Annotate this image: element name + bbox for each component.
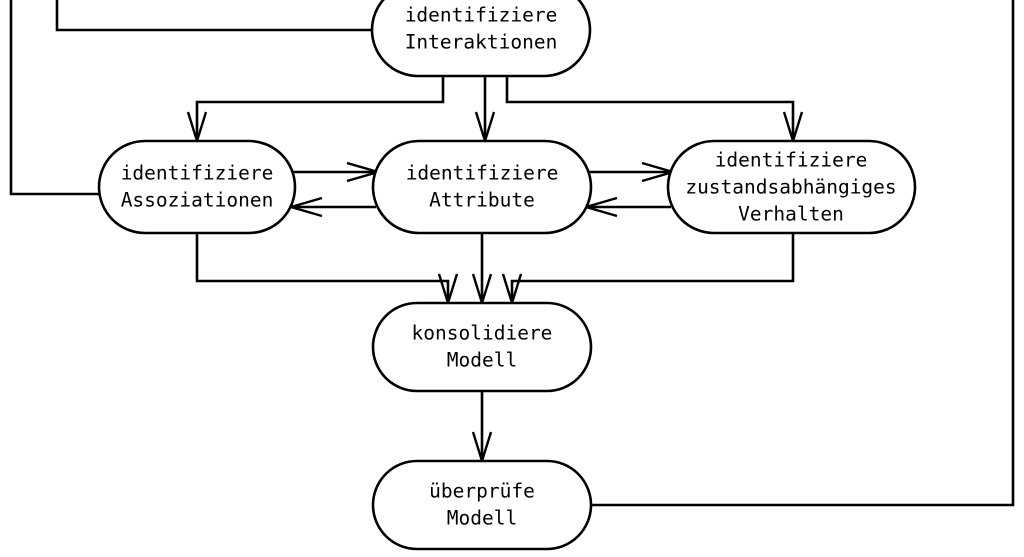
node-label-attribute-line2: Attribute — [429, 189, 535, 212]
node-layer: identifiziere Interaktionen identifizier… — [97, 0, 917, 551]
node-label-verhalten-line1: identifiziere — [715, 149, 868, 172]
node-konsolidiere-modell[interactable]: konsolidiere Modell — [371, 301, 593, 393]
edge-ueberpruefe-feedback-right — [591, 0, 1015, 507]
node-identifiziere-attribute[interactable]: identifiziere Attribute — [371, 139, 593, 235]
node-label-ueberpruefe-line2: Modell — [447, 507, 517, 530]
node-label-interaktionen-line2: Interaktionen — [405, 31, 558, 54]
node-shape-ueberpruefe — [371, 459, 593, 551]
node-label-ueberpruefe-line1: überprüfe — [429, 480, 535, 503]
node-shape-verhalten — [666, 139, 917, 235]
node-ueberpruefe-modell[interactable]: überprüfe Modell — [371, 459, 593, 551]
node-shape-interaktionen — [370, 0, 592, 78]
node-label-konsolidiere-line1: konsolidiere — [412, 322, 553, 345]
node-identifiziere-assoziationen[interactable]: identifiziere Assoziationen — [97, 139, 297, 235]
node-label-verhalten-line2: zustandsabhängiges — [685, 176, 896, 199]
node-label-konsolidiere-line2: Modell — [447, 349, 517, 372]
node-shape-konsolidiere — [371, 301, 593, 393]
edge-interaktionen-to-verhalten — [505, 76, 795, 139]
node-label-assoziationen-line1: identifiziere — [121, 162, 274, 185]
node-identifiziere-zustandsabhaengiges-verhalten[interactable]: identifiziere zustandsabhängiges Verhalt… — [666, 139, 917, 235]
node-shape-assoziationen — [97, 139, 297, 235]
edge-verhalten-to-konsolidiere — [510, 233, 795, 301]
edge-interaktionen-feedback-left — [55, 0, 372, 32]
node-label-assoziationen-line2: Assoziationen — [121, 189, 274, 212]
node-shape-attribute — [371, 139, 593, 235]
node-identifiziere-interaktionen[interactable]: identifiziere Interaktionen — [370, 0, 592, 78]
edge-interaktionen-to-assoziationen — [195, 76, 445, 139]
node-label-interaktionen-line1: identifiziere — [405, 4, 558, 27]
node-label-verhalten-line3: Verhalten — [738, 203, 844, 226]
edge-offpage-to-assoziationen-left — [9, 0, 99, 196]
edge-assoziationen-to-konsolidiere — [195, 233, 450, 301]
edge-layer — [9, 0, 1015, 507]
node-label-attribute-line1: identifiziere — [406, 162, 559, 185]
